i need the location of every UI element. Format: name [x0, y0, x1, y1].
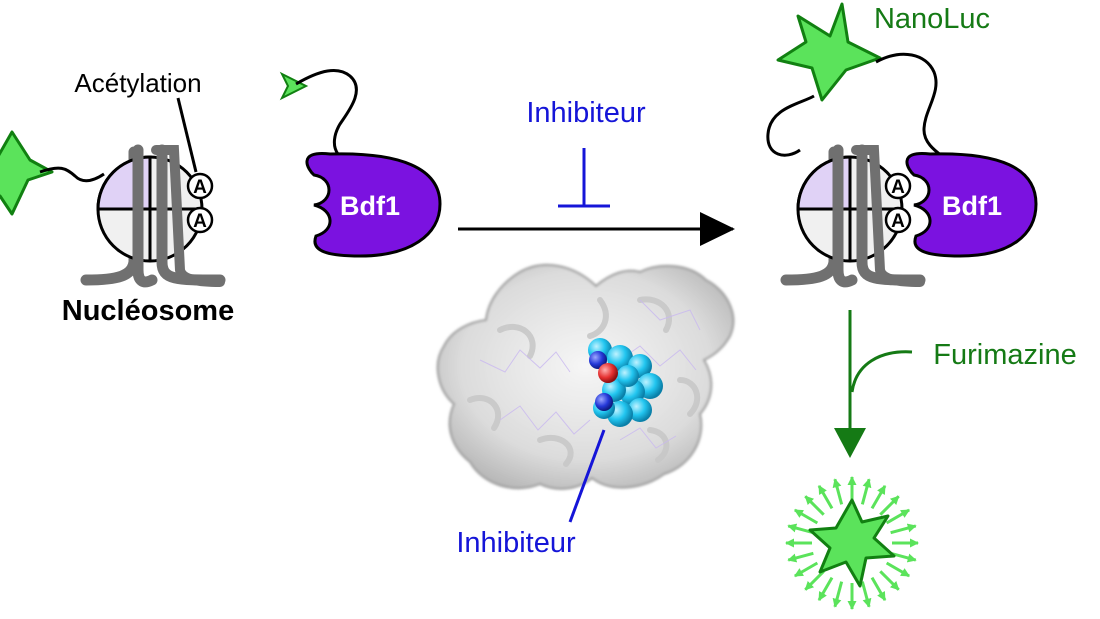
nanoluc-star-left-icon	[0, 130, 54, 216]
acetyl-mark-label-4: A	[891, 211, 905, 232]
luminescence-ray	[890, 523, 917, 535]
acetyl-mark-label-3: A	[891, 177, 905, 198]
luminescence-ray	[860, 478, 872, 505]
inhibitor-molecule	[588, 338, 663, 427]
bdf1-right-shape	[905, 152, 1038, 258]
histone-loop-1	[132, 144, 158, 288]
luminescence-ray	[817, 576, 834, 602]
tether-right-bdf1	[875, 52, 943, 158]
nucleosome-left: A A Acétylation Nucléosome	[0, 68, 234, 327]
nanoluc-label: NanoLuc	[874, 3, 990, 35]
protein-backbone	[479, 299, 701, 449]
nanoluc-star-icon	[776, 2, 882, 102]
luminescence-ray	[793, 561, 819, 578]
acetylation-label: Acétylation	[74, 68, 201, 98]
tether-right-nucleosome	[766, 94, 815, 157]
bdf1-left-label: Bdf1	[340, 191, 400, 221]
luminescence-ray	[885, 508, 911, 525]
acetyl-mark-3	[884, 172, 912, 200]
luminescence-ray	[832, 478, 844, 505]
nucleosome-label: Nucléosome	[62, 295, 234, 327]
protein-surface	[436, 264, 735, 490]
luminescence-ray	[870, 576, 887, 602]
bdf1-right-label: Bdf1	[942, 191, 1002, 221]
acetylation-pointer	[176, 97, 198, 173]
furimazine-reaction: Furimazine	[834, 310, 1077, 458]
luminescence-ray	[793, 508, 819, 525]
reaction: Inhibiteur	[458, 97, 735, 246]
bdf1-free: Bdf1	[279, 68, 442, 258]
star-burst-icon	[785, 476, 919, 610]
luminescence-star-icon	[808, 498, 896, 588]
histone-loop-1-right	[832, 144, 858, 288]
acetyl-mark-label-1: A	[193, 177, 207, 198]
histone-loop-3-right	[851, 145, 925, 287]
luminescence-ray	[879, 495, 900, 516]
t-bar-inhibition-icon	[558, 148, 610, 208]
luminescence-ray	[885, 561, 911, 578]
acetyl-mark-label-2: A	[193, 211, 207, 232]
down-arrow-icon	[834, 428, 866, 458]
luminescence-ray	[832, 581, 844, 608]
luminescence-ray	[890, 551, 917, 563]
bdf1-left-shape	[305, 152, 442, 258]
inhibitor-bottom-label: Inhibiteur	[456, 527, 576, 559]
luminescence-ray	[804, 570, 825, 591]
nucleosome-bdf1-complex: NanoLuc Bdf1 A A	[766, 2, 1038, 288]
luminescence-ray	[879, 570, 900, 591]
luminescence-ray	[804, 495, 825, 516]
luminescence-ray	[860, 581, 872, 608]
luminescence-ray	[787, 551, 814, 563]
acetyl-mark-2	[186, 206, 214, 234]
nanoluc-arrowhead-icon	[279, 71, 309, 101]
luminescence-ray	[817, 484, 834, 510]
luminescence-ray	[870, 484, 887, 510]
arrow-head	[700, 212, 735, 246]
histone-loop-3	[151, 145, 225, 287]
tether-left	[39, 166, 105, 183]
protein-structure: Inhibiteur	[436, 264, 735, 559]
bdf1-tether	[295, 68, 358, 155]
inhibitor-pointer	[568, 429, 606, 523]
furimazine-input-curve	[850, 350, 913, 393]
acetyl-mark-4	[884, 206, 912, 234]
acetyl-mark-1	[186, 172, 214, 200]
furimazine-label: Furimazine	[933, 339, 1076, 371]
inhibitor-top-label: Inhibiteur	[526, 97, 646, 129]
luminescence-ray	[787, 523, 814, 535]
